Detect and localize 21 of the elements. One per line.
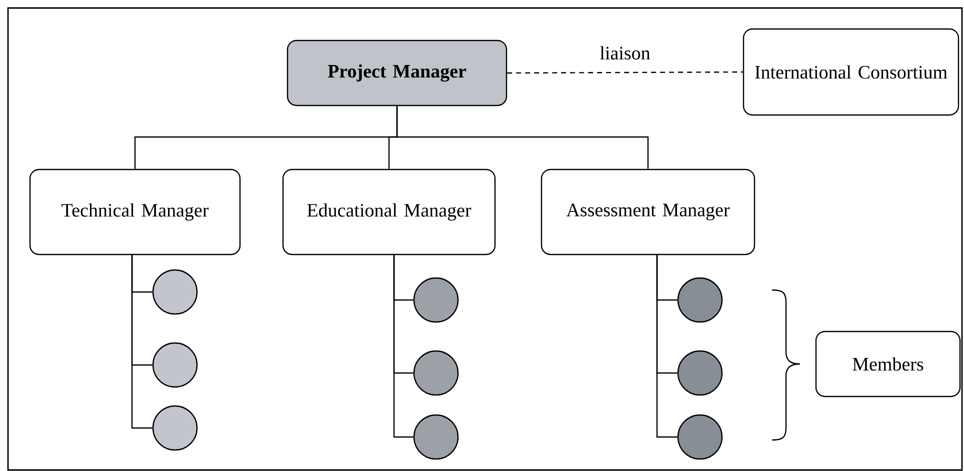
member-circle xyxy=(152,342,198,388)
member-circle xyxy=(677,414,723,460)
edge-label: liaison xyxy=(600,46,650,60)
connector-line xyxy=(393,255,414,438)
connector-line xyxy=(656,255,678,438)
member-circle xyxy=(413,350,459,396)
role-box: Members xyxy=(815,330,961,398)
connector-line xyxy=(131,255,152,429)
connector-line xyxy=(396,106,649,169)
member-circle xyxy=(413,414,459,460)
role-box: International Consortium xyxy=(742,28,960,116)
role-box: Assessment Manager xyxy=(540,168,756,256)
role-box: Educational Manager xyxy=(282,168,496,256)
member-circle xyxy=(677,277,723,323)
role-box: Technical Manager xyxy=(29,168,241,256)
member-circle xyxy=(152,269,198,315)
member-circle xyxy=(677,350,723,396)
member-circle xyxy=(152,405,198,451)
role-box: Project Manager xyxy=(286,40,508,106)
connector-line xyxy=(507,71,743,74)
member-circle xyxy=(413,277,459,323)
